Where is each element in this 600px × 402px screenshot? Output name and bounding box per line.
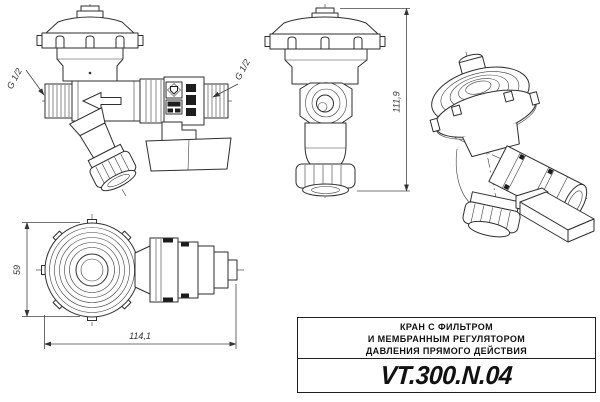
iso-handle <box>515 187 595 243</box>
front-view: G 1/2 G 1/2 <box>5 4 252 197</box>
article-cell: VT.300.N.04 <box>298 359 595 392</box>
dim-length: 114,1 <box>43 284 237 349</box>
product-title-line-1: КРАН С ФИЛЬТРОМ <box>399 321 494 332</box>
article-number: VT.300.N.04 <box>379 360 514 390</box>
inlet-port <box>44 83 73 119</box>
dim-cap-diameter: 59 <box>12 221 80 318</box>
thread-size-right: G 1/2 <box>233 58 252 82</box>
product-title-line-2: И МЕМБРАННЫМ РЕГУЛЯТОРОМ <box>367 333 526 344</box>
dim-height-value: 111,9 <box>392 91 402 112</box>
iso-filter-nut <box>462 191 521 238</box>
dim-cap-diameter-value: 59 <box>12 265 22 275</box>
outlet-assembly-top <box>134 237 238 303</box>
brand-logo-plate <box>165 81 196 116</box>
regulator-cap-circles <box>41 219 143 321</box>
dim-height: 111,9 <box>340 7 410 192</box>
union-nut-circle <box>299 82 353 124</box>
title-block: КРАН С ФИЛЬТРОМ И МЕМБРАННЫМ РЕГУЛЯТОРОМ… <box>297 317 596 393</box>
dim-length-value: 114,1 <box>129 331 151 341</box>
strainer <box>69 107 137 192</box>
side-view: 111,9 <box>264 4 410 198</box>
product-title-line-3: ДАВЛЕНИЯ ПРЯМОГО ДЕЙСТВИЯ <box>365 345 528 356</box>
product-title: КРАН С ФИЛЬТРОМ И МЕМБРАННЫМ РЕГУЛЯТОРОМ… <box>298 318 595 359</box>
front-handle <box>145 121 232 172</box>
thread-label-left: G 1/2 <box>5 67 45 96</box>
top-view: 59 114,1 <box>12 214 246 349</box>
isometric-view <box>429 51 595 243</box>
thread-size-left: G 1/2 <box>5 67 24 91</box>
